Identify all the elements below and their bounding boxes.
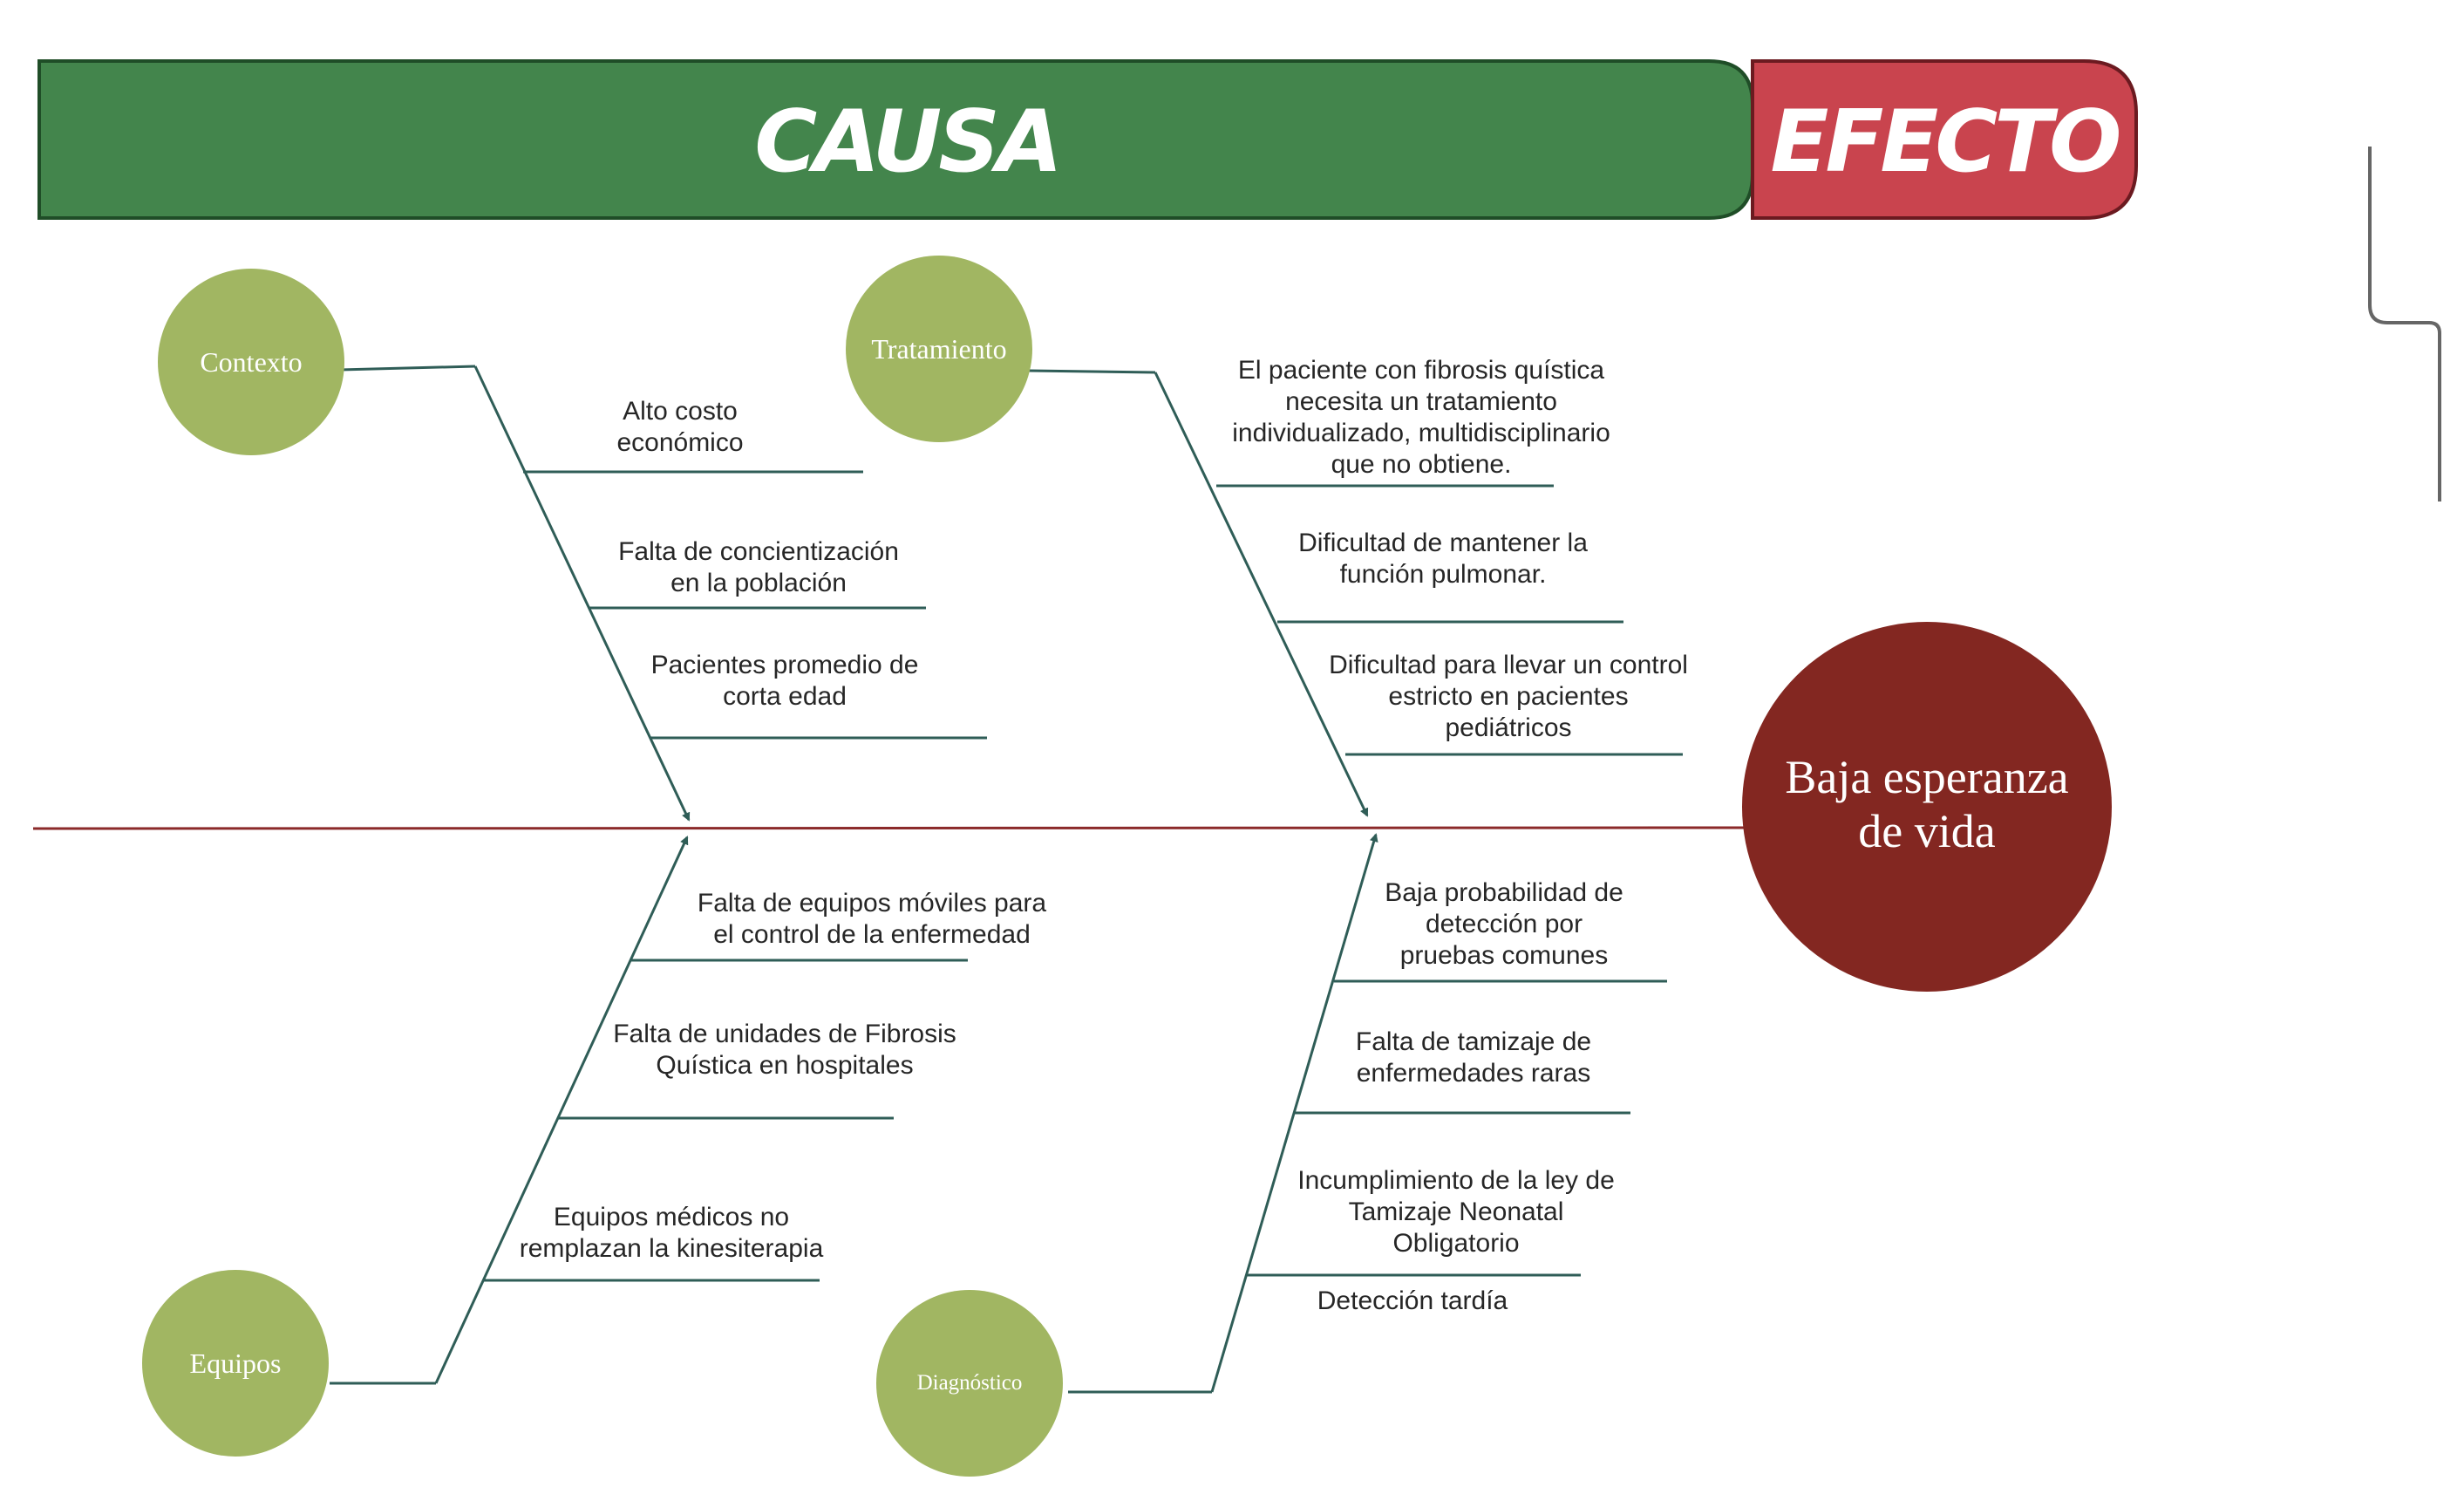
equipos-cause-1: Falta de equipos móviles para el control…: [697, 889, 1047, 949]
effect-circle: [1742, 622, 2112, 992]
diagnostico-circle: [876, 1290, 1063, 1477]
diagnostico-cause-4: Detección tardía: [1317, 1286, 1508, 1315]
contexto-label: Contexto: [200, 345, 303, 378]
equipos-circle: [142, 1270, 329, 1457]
diagnostico-cause-1: Baja probabilidad de detección por prueb…: [1385, 878, 1623, 970]
effect-banner: [1751, 59, 2138, 220]
contexto-bone: [339, 365, 987, 822]
spine-line: [32, 826, 1745, 830]
tratamiento-cause-2: Dificultad de mantener la función pulmon…: [1298, 529, 1588, 589]
contexto-cause-1: Alto costo económico: [616, 397, 744, 457]
diagnostico-label: Diagnóstico: [916, 1371, 1023, 1395]
contexto-cause-2: Falta de concientización en la población: [618, 537, 899, 597]
equipos-label: Equipos: [189, 1347, 282, 1379]
equipos-cause-2: Falta de unidades de Fibrosis Quística e…: [613, 1020, 956, 1080]
tratamiento-cause-3: Dificultad para llevar un control estric…: [1329, 651, 1688, 742]
cause-banner-label: CAUSA: [754, 92, 1062, 192]
decorative-bracket: [2368, 147, 2441, 501]
effect-banner-label: EFECTO: [1770, 92, 2122, 192]
tratamiento-circle: [846, 256, 1032, 442]
contexto-cause-3: Pacientes promedio de corta edad: [650, 651, 919, 711]
tratamiento-label: Tratamiento: [871, 332, 1007, 365]
diagnostico-bone: [1068, 833, 1667, 1394]
equipos-bone: [330, 836, 968, 1385]
tratamiento-cause-1: El paciente con fibrosis quística necesi…: [1232, 356, 1610, 479]
diagnostico-cause-2: Falta de tamizaje de enfermedades raras: [1355, 1027, 1592, 1088]
tratamiento-bone: [1028, 369, 1683, 817]
diagnostico-cause-3: Incumplimiento de la ley de Tamizaje Neo…: [1297, 1166, 1615, 1258]
contexto-circle: [158, 269, 344, 455]
effect-label: Baja esperanza de vida: [1785, 751, 2069, 857]
equipos-cause-3: Equipos médicos no remplazan la kinesite…: [519, 1203, 824, 1263]
